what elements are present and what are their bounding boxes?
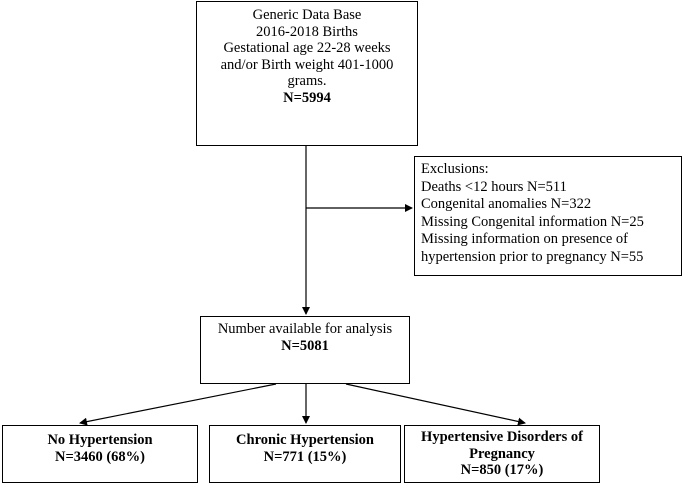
- exclusion-item: Congenital anomalies N=322: [421, 196, 592, 212]
- source-line: Generic Data Base: [252, 7, 362, 23]
- analysis-label: Number available for analysis: [217, 321, 393, 337]
- source-line: and/or Birth weight 401-1000: [220, 56, 394, 73]
- analysis-population-box: Number available for analysis N=5081: [200, 316, 410, 384]
- outcome-label: No Hypertension: [47, 432, 153, 448]
- source-line: grams.: [287, 73, 327, 89]
- outcome-count: N=771 (15%): [263, 448, 347, 465]
- outcome-count: N=850 (17%): [460, 462, 544, 478]
- chronic-hypertension-box: Chronic Hypertension N=771 (15%): [209, 425, 401, 483]
- exclusions-box: Exclusions: Deaths <12 hours N=511 Conge…: [414, 156, 682, 276]
- exclusion-item: Missing Congenital information N=25: [421, 213, 644, 230]
- exclusions-heading: Exclusions:: [421, 161, 489, 177]
- source-population-box: Generic Data Base 2016-2018 Births Gesta…: [196, 1, 418, 146]
- outcome-label: Hypertensive Disorders of: [421, 429, 583, 445]
- hypertensive-disorders-box: Hypertensive Disorders of Pregnancy N=85…: [404, 425, 600, 483]
- exclusion-item: Missing information on presence of: [421, 231, 628, 247]
- outcome-count: N=3460 (68%): [54, 448, 146, 465]
- analysis-count: N=5081: [281, 337, 329, 354]
- arrow-to-hypertensive-disorders: [345, 383, 526, 426]
- source-line: 2016-2018 Births: [256, 23, 358, 40]
- exclusion-item: Deaths <12 hours N=511: [421, 178, 567, 195]
- exclusion-item: hypertension prior to pregnancy N=55: [421, 248, 644, 265]
- arrow-to-no-hypertension: [79, 383, 277, 426]
- source-line: Gestational age 22-28 weeks: [223, 40, 391, 56]
- outcome-label: Chronic Hypertension: [236, 432, 374, 448]
- source-count: N=5994: [283, 89, 331, 106]
- outcome-label: Pregnancy: [469, 445, 535, 462]
- no-hypertension-box: No Hypertension N=3460 (68%): [2, 425, 198, 483]
